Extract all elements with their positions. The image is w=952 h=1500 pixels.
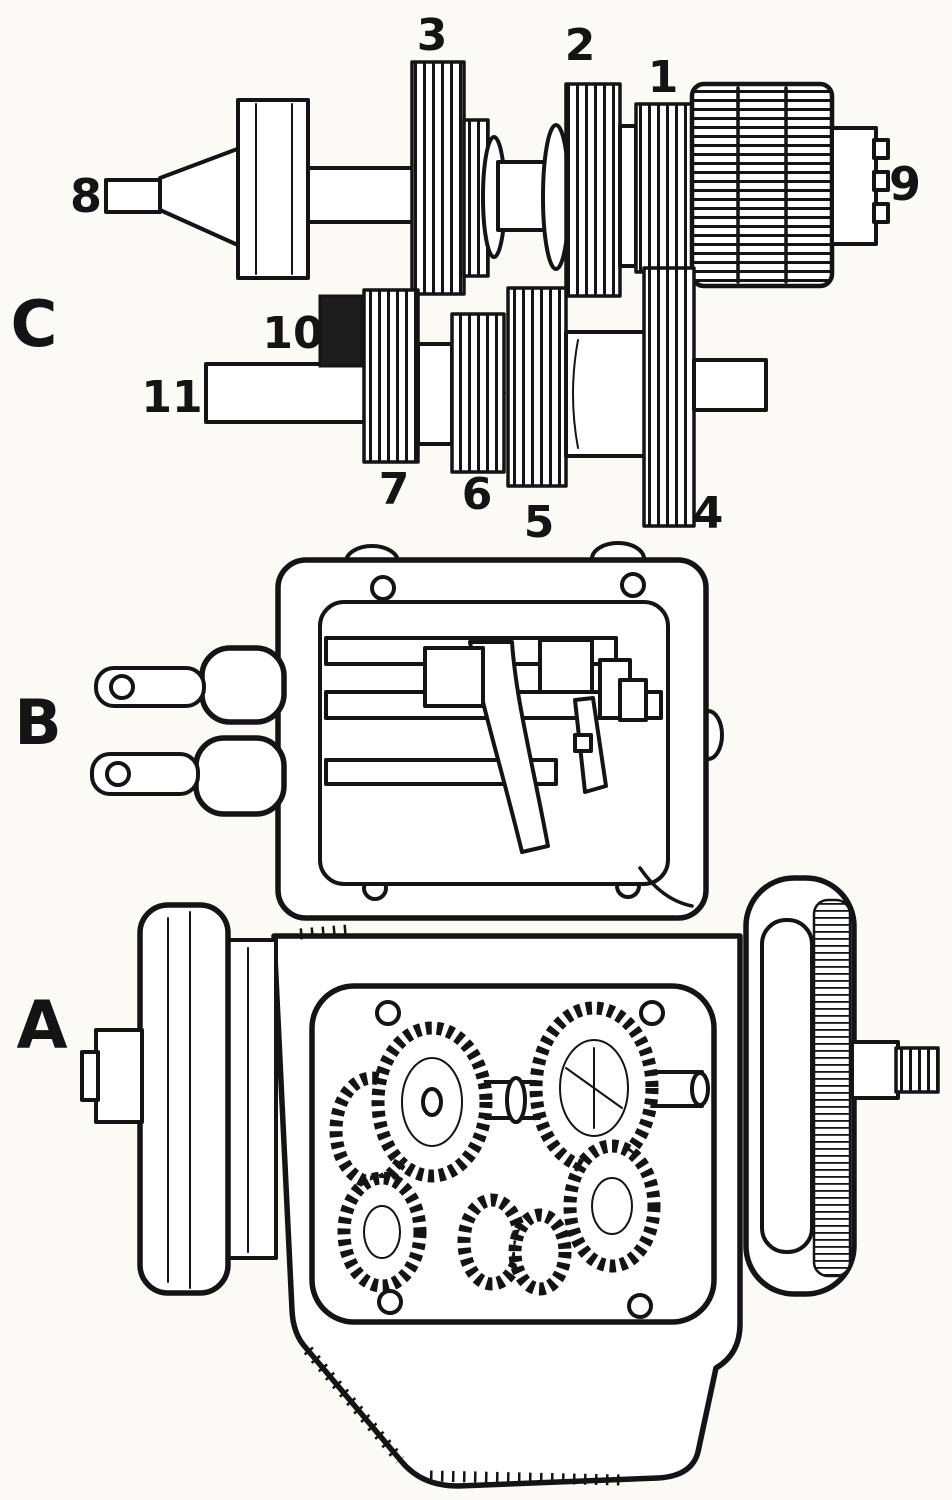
gear-rim — [401, 1057, 463, 1147]
part-label-6: 6 — [462, 469, 493, 520]
gear-2 — [564, 82, 622, 298]
gear-6 — [450, 312, 506, 474]
view-label-c: C — [11, 288, 58, 362]
view-b-cover — [90, 541, 724, 921]
tapered-shaft — [158, 146, 242, 248]
gear-spoke — [565, 1067, 623, 1109]
countershaft-11 — [204, 362, 370, 424]
view-label-a: A — [16, 987, 67, 1064]
internal-gear — [508, 1208, 572, 1296]
detent-block — [618, 678, 648, 722]
part-label-7: 7 — [379, 464, 410, 515]
fork-boss-1 — [423, 646, 485, 708]
gear-3 — [410, 60, 466, 296]
part-label-10: 10 — [262, 308, 323, 359]
countershaft-end — [692, 358, 768, 412]
gear-hub — [421, 1087, 443, 1117]
hub-between-gears — [416, 342, 454, 446]
input-shaft-tip — [80, 1050, 100, 1102]
left-flange — [137, 902, 231, 1296]
part-label-1: 1 — [648, 52, 679, 103]
shift-boss-1 — [199, 645, 287, 725]
internal-gear — [337, 1171, 427, 1293]
spacer-collar — [618, 124, 638, 268]
bolt-hole — [377, 1289, 403, 1315]
shaft-washer — [690, 1071, 710, 1107]
shaft-washer — [505, 1076, 527, 1124]
lever-eye-1 — [109, 674, 135, 700]
bolt-hole — [370, 575, 396, 601]
input-hub — [94, 1028, 144, 1124]
figure-labels: 3 2 1 8 9 C 10 11 7 6 5 4 B A — [11, 10, 921, 1064]
case-hatching — [303, 1346, 405, 1464]
shaft-end-8 — [104, 178, 162, 214]
bolt-hole — [627, 1293, 653, 1319]
view-label-b: B — [14, 686, 61, 759]
mainshaft-section — [306, 166, 418, 224]
gasket-edge — [638, 866, 694, 908]
gear-rim — [591, 1177, 633, 1235]
bolt-hole — [620, 572, 646, 598]
detent-plug — [573, 733, 593, 753]
flange-groove — [760, 918, 814, 1254]
flange-hatched-disc — [812, 898, 852, 1278]
shift-boss-2 — [193, 735, 287, 817]
part-label-2: 2 — [565, 20, 596, 71]
bearing-block — [236, 98, 310, 280]
drum-contour — [572, 339, 579, 449]
view-a-assembled-gearbox — [80, 875, 940, 1489]
lever-eye-2 — [105, 761, 131, 787]
castellation — [872, 170, 890, 192]
end-nut-9 — [830, 126, 878, 246]
collar-10 — [318, 294, 364, 368]
gear-rim — [363, 1205, 401, 1259]
bolt-hole — [639, 1000, 665, 1026]
part-label-3: 3 — [417, 10, 448, 61]
part-label-9: 9 — [889, 157, 921, 211]
flange-step — [224, 938, 278, 1260]
gear-rim — [559, 1039, 629, 1137]
part-label-4: 4 — [693, 488, 724, 539]
internal-gear — [457, 1193, 527, 1291]
output-spline — [894, 1046, 940, 1094]
part-label-11: 11 — [141, 372, 202, 423]
gear-7 — [362, 288, 420, 464]
part-label-5: 5 — [524, 497, 555, 548]
gear-5 — [506, 286, 568, 488]
castellation — [872, 202, 890, 224]
clutch-drum-9 — [689, 81, 835, 289]
gear-4 — [642, 266, 696, 528]
part-label-8: 8 — [70, 169, 102, 223]
castellation — [872, 138, 890, 160]
view-c-gear-clusters — [104, 60, 890, 528]
internal-gear — [563, 1139, 661, 1273]
bolt-hole — [375, 1000, 401, 1026]
gear-1 — [634, 102, 694, 274]
output-shaft — [850, 1040, 900, 1100]
fork-boss-2 — [538, 638, 594, 694]
case-hatching — [299, 924, 349, 940]
